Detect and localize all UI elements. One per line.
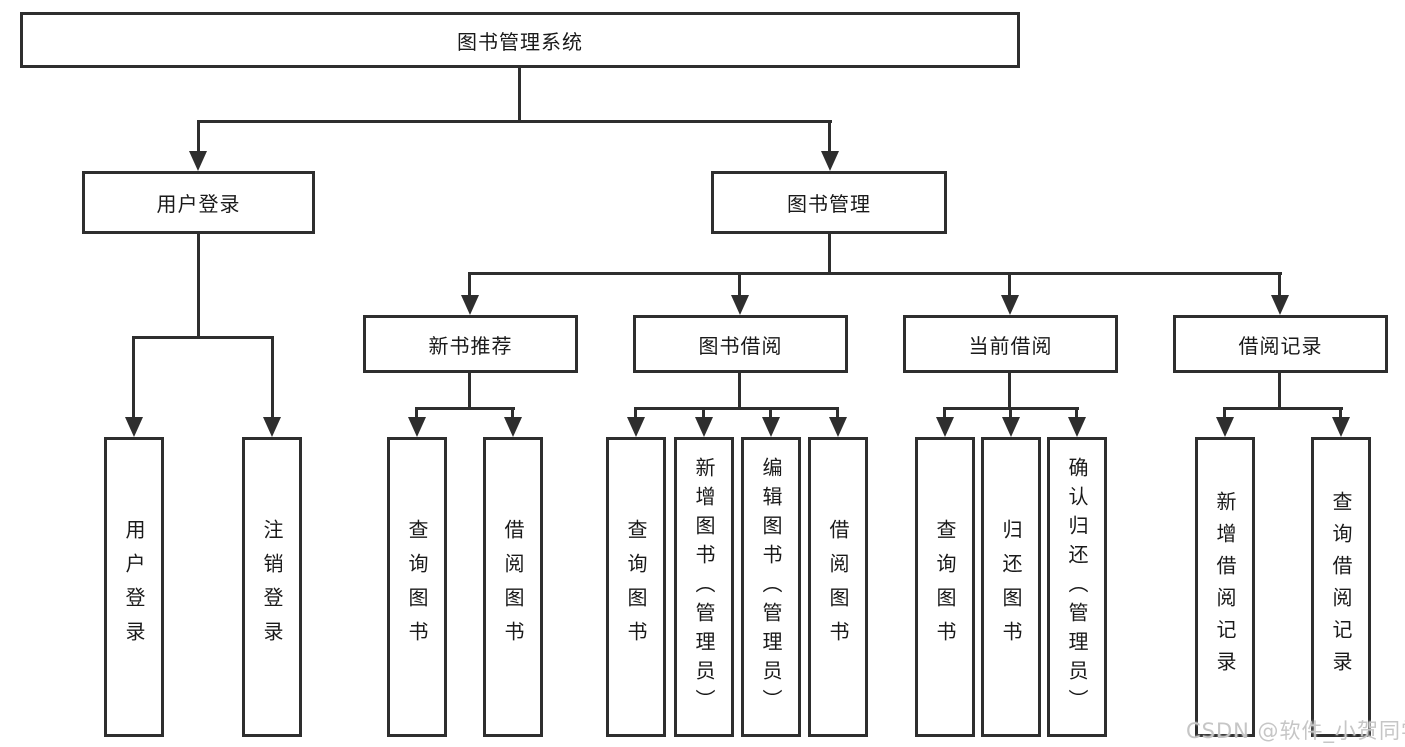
leaf-nb-borrow-books: 借阅图书 (483, 437, 543, 737)
leaf-bb-edit-books: 编辑图书（管理员） (741, 437, 801, 737)
connector-newbookrec-hline (415, 407, 515, 410)
leaf-bb-borrow-books: 借阅图书 (808, 437, 868, 737)
connector-bookborrow-stub-1 (634, 407, 637, 420)
arrow-to-leaf-cb-confirm-icon (1068, 417, 1086, 437)
node-current-borrow: 当前借阅 (903, 315, 1118, 373)
leaf-logout-label: 注销登录 (260, 519, 284, 655)
node-user-login-label: 用户登录 (156, 192, 241, 216)
node-book-borrow-label: 图书借阅 (698, 333, 783, 358)
connector-userlogin-right-stub (271, 336, 274, 420)
leaf-bb-borrow-books-label: 借阅图书 (826, 519, 850, 655)
csdn-watermark: CSDN @软件_小贺同学 (1186, 719, 1405, 743)
arrow-to-leaf-bb-add-icon (695, 417, 713, 437)
leaf-nb-query-books: 查询图书 (387, 437, 447, 737)
node-new-book-rec: 新书推荐 (363, 315, 578, 373)
leaf-bb-edit-books-label: 编辑图书（管理员） (759, 456, 783, 718)
connector-borrowrecords-hline (1223, 407, 1343, 410)
node-book-borrow: 图书借阅 (633, 315, 848, 373)
connector-currentborrow-vline (1008, 373, 1011, 407)
arrow-to-leaf-nb-query-icon (408, 417, 426, 437)
arrow-to-leaf-br-add-icon (1216, 417, 1234, 437)
leaf-br-add-record-label: 新增借阅记录 (1213, 491, 1237, 683)
arrow-to-leaf-logout-icon (263, 417, 281, 437)
connector-bookmgmt-stub-2 (738, 272, 741, 298)
connector-root-right-stub (828, 120, 831, 154)
arrow-to-new-book-rec-icon (461, 295, 479, 315)
connector-bookborrow-hline (634, 407, 839, 410)
leaf-bb-query-books: 查询图书 (606, 437, 666, 737)
leaf-br-add-record: 新增借阅记录 (1195, 437, 1255, 737)
connector-bookmgmt-hline (468, 272, 1282, 275)
leaf-cb-return-books-label: 归还图书 (999, 519, 1023, 655)
arrow-to-leaf-bb-borrow-icon (829, 417, 847, 437)
connector-bookmgmt-stub-1 (468, 272, 471, 298)
leaf-logout: 注销登录 (242, 437, 302, 737)
leaf-cb-return-books: 归还图书 (981, 437, 1041, 737)
connector-bookborrow-stub-2 (702, 407, 705, 420)
connector-currentborrow-stub-1 (943, 407, 946, 420)
leaf-br-query-record: 查询借阅记录 (1311, 437, 1371, 737)
node-borrow-records-label: 借阅记录 (1238, 333, 1323, 358)
node-current-borrow-label: 当前借阅 (968, 333, 1053, 358)
arrow-to-borrow-records-icon (1271, 295, 1289, 315)
connector-root-hline (197, 120, 832, 123)
node-user-login: 用户登录 (82, 171, 315, 234)
leaf-bb-add-books: 新增图书（管理员） (674, 437, 734, 737)
arrow-to-leaf-bb-query-icon (627, 417, 645, 437)
arrow-to-leaf-cb-return-icon (1002, 417, 1020, 437)
arrow-to-user-login-icon (189, 151, 207, 171)
leaf-nb-borrow-books-label: 借阅图书 (501, 519, 525, 655)
leaf-nb-query-books-label: 查询图书 (405, 519, 429, 655)
connector-userlogin-vline (197, 234, 200, 336)
connector-borrowrecords-stub-2 (1339, 407, 1342, 420)
arrow-to-leaf-nb-borrow-icon (504, 417, 522, 437)
connector-newbookrec-stub-2 (511, 407, 514, 420)
connector-userlogin-left-stub (132, 336, 135, 420)
connector-currentborrow-stub-3 (1075, 407, 1078, 420)
node-book-mgmt: 图书管理 (711, 171, 947, 234)
connector-newbookrec-stub-1 (415, 407, 418, 420)
arrow-to-current-borrow-icon (1001, 295, 1019, 315)
arrow-to-leaf-cb-query-icon (936, 417, 954, 437)
connector-borrowrecords-stub-1 (1223, 407, 1226, 420)
leaf-br-query-record-label: 查询借阅记录 (1329, 491, 1353, 683)
connector-bookmgmt-stub-3 (1008, 272, 1011, 298)
node-new-book-rec-label: 新书推荐 (428, 333, 513, 358)
connector-newbookrec-vline (468, 373, 471, 407)
connector-root-vline (518, 68, 521, 120)
node-book-mgmt-label: 图书管理 (787, 192, 871, 216)
connector-userlogin-hline (132, 336, 274, 339)
leaf-bb-add-books-label: 新增图书（管理员） (692, 456, 716, 718)
leaf-user-login: 用户登录 (104, 437, 164, 737)
arrow-to-book-mgmt-icon (821, 151, 839, 171)
leaf-cb-confirm-return-label: 确认归还（管理员） (1065, 456, 1089, 718)
node-borrow-records: 借阅记录 (1173, 315, 1388, 373)
arrow-to-leaf-user-login-icon (125, 417, 143, 437)
connector-bookmgmt-vline (828, 234, 831, 272)
connector-root-left-stub (197, 120, 200, 154)
node-root-label: 图书管理系统 (457, 29, 583, 54)
connector-currentborrow-stub-2 (1009, 407, 1012, 420)
connector-bookborrow-vline (738, 373, 741, 407)
leaf-user-login-label: 用户登录 (122, 519, 146, 655)
arrow-to-leaf-bb-edit-icon (762, 417, 780, 437)
connector-bookmgmt-stub-4 (1278, 272, 1281, 298)
leaf-bb-query-books-label: 查询图书 (624, 519, 648, 655)
leaf-cb-query-books-label: 查询图书 (933, 519, 957, 655)
connector-bookborrow-stub-3 (769, 407, 772, 420)
node-root: 图书管理系统 (20, 12, 1020, 68)
leaf-cb-confirm-return: 确认归还（管理员） (1047, 437, 1107, 737)
arrow-to-leaf-br-query-icon (1332, 417, 1350, 437)
connector-bookborrow-stub-4 (836, 407, 839, 420)
leaf-cb-query-books: 查询图书 (915, 437, 975, 737)
arrow-to-book-borrow-icon (731, 295, 749, 315)
connector-borrowrecords-vline (1278, 373, 1281, 407)
